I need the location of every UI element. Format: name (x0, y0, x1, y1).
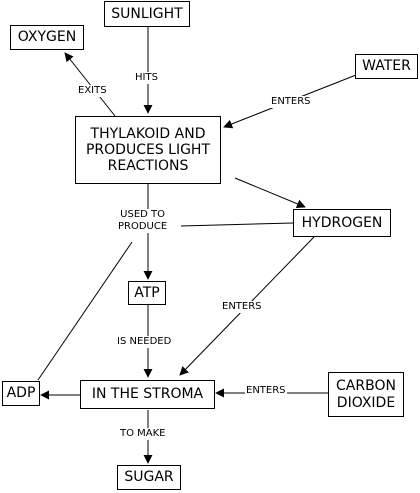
label-exits: EXITS (77, 85, 108, 97)
node-thylakoid: THYLAKOID AND PRODUCES LIGHT REACTIONS (75, 116, 221, 184)
node-stroma: IN THE STROMA (80, 380, 215, 409)
label-enters-co2: ENTERS (245, 385, 287, 397)
node-water: WATER (355, 54, 418, 79)
label-enters-water: ENTERS (270, 96, 312, 108)
label-hits: HITS (134, 72, 159, 84)
edge-thylakoid-hydrogen (234, 177, 306, 209)
edge-hydrogen-produce (180, 222, 294, 227)
edge-adp-produce (37, 241, 133, 381)
label-to-make: TO MAKE (119, 428, 167, 440)
label-used-to-produce: USED TO PRODUCE (117, 209, 169, 233)
label-is-needed: IS NEEDED (116, 336, 173, 348)
node-sunlight: SUNLIGHT (104, 1, 190, 27)
node-hydrogen: HYDROGEN (293, 209, 391, 237)
label-enters-hydrogen: ENTERS (221, 301, 263, 313)
node-sugar: SUGAR (117, 465, 181, 490)
node-oxygen: OXYGEN (10, 25, 84, 50)
node-atp: ATP (128, 281, 166, 305)
node-adp: ADP (2, 381, 40, 406)
edge-thylakoid-oxygen (64, 52, 116, 117)
node-carbon-dioxide: CARBON DIOXIDE (328, 372, 404, 417)
